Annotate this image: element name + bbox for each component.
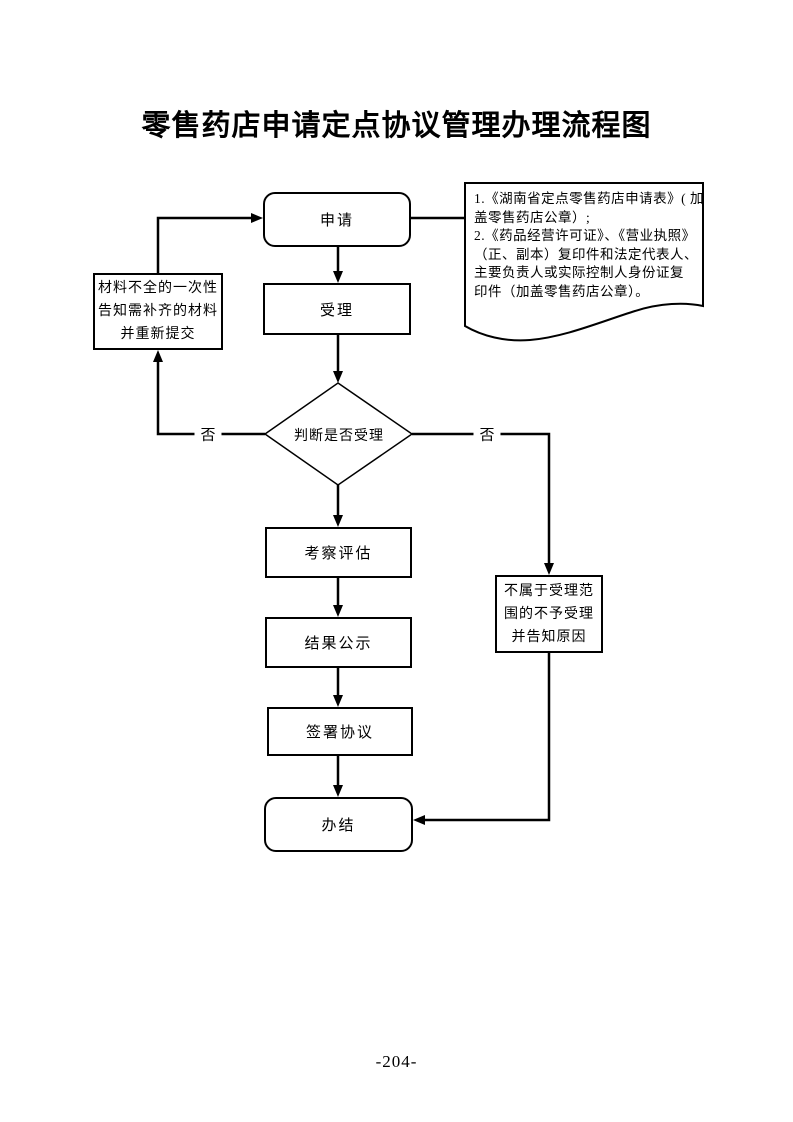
node-resubmit-line: 材料不全的一次性 — [98, 281, 218, 296]
materials-note-shape — [464, 182, 704, 342]
arrowhead-decision-resubmit — [153, 350, 163, 362]
arrowhead-resubmit-apply — [251, 213, 263, 223]
materials-note-line: 2.《药品经营许可证》、《营业执照》 — [474, 228, 696, 243]
node-accept-label: 受理 — [319, 302, 354, 319]
node-accept: 受理 — [263, 283, 411, 335]
node-evaluate-label: 考察评估 — [304, 546, 373, 562]
arrowhead-publish-sign — [333, 695, 343, 707]
node-sign-label: 签署协议 — [305, 725, 374, 741]
node-complete-label: 办结 — [321, 818, 356, 834]
materials-note-line: （正、副本）复印件和法定代表人、 — [474, 246, 698, 262]
decision-no-left-label: 否 — [194, 423, 222, 445]
node-complete: 办结 — [264, 797, 413, 852]
node-publish: 结果公示 — [265, 617, 412, 668]
node-apply: 申请 — [263, 192, 411, 247]
node-publish-label: 结果公示 — [304, 636, 373, 652]
node-apply-label: 申请 — [319, 213, 354, 229]
materials-note-line: 印件（加盖零售药店公章）。 — [474, 283, 650, 299]
node-resubmit: 材料不全的一次性 告知需补齐的材料 并重新提交 — [93, 273, 223, 350]
materials-note-text: 1.《湖南省定点零售药店申请表》( 加 盖零售药店公章）; 2.《药品经营许可证… — [474, 190, 704, 301]
node-reject-line: 并告知原因 — [511, 629, 587, 645]
edge-resubmit-apply — [156, 216, 252, 273]
arrowhead-reject-complete — [413, 815, 425, 825]
page-title: 零售药店申请定点协议管理办理流程图 — [141, 110, 652, 142]
node-evaluate: 考察评估 — [265, 527, 412, 578]
arrowhead-sign-complete — [333, 785, 343, 797]
edge-reject-complete — [424, 653, 551, 822]
node-resubmit-line: 并重新提交 — [120, 327, 196, 342]
node-reject-line: 不属于受理范 — [504, 583, 594, 599]
materials-note-line: 1.《湖南省定点零售药店申请表》( 加 — [474, 191, 704, 206]
node-resubmit-line: 告知需补齐的材料 — [98, 304, 218, 319]
node-reject: 不属于受理范 围的不予受理 并告知原因 — [495, 575, 603, 653]
arrowhead-accept-decision — [333, 371, 343, 383]
page-number: -204- — [375, 1052, 418, 1071]
arrowhead-apply-accept — [333, 271, 343, 283]
decision-no-right-label: 否 — [473, 423, 501, 445]
materials-note-line: 盖零售药店公章）; — [474, 209, 591, 225]
arrowhead-decision-reject — [544, 563, 554, 575]
arrowhead-decision-evaluate — [333, 515, 343, 527]
node-reject-line: 围的不予受理 — [504, 606, 594, 622]
edge-decision-resubmit — [156, 361, 265, 436]
materials-note-line: 主要负责人或实际控制人身份证复 — [474, 265, 684, 280]
edge-decision-reject — [412, 432, 551, 564]
node-sign: 签署协议 — [267, 707, 413, 756]
node-decision-label: 判断是否受理 — [294, 429, 384, 444]
arrowhead-evaluate-publish — [333, 605, 343, 617]
